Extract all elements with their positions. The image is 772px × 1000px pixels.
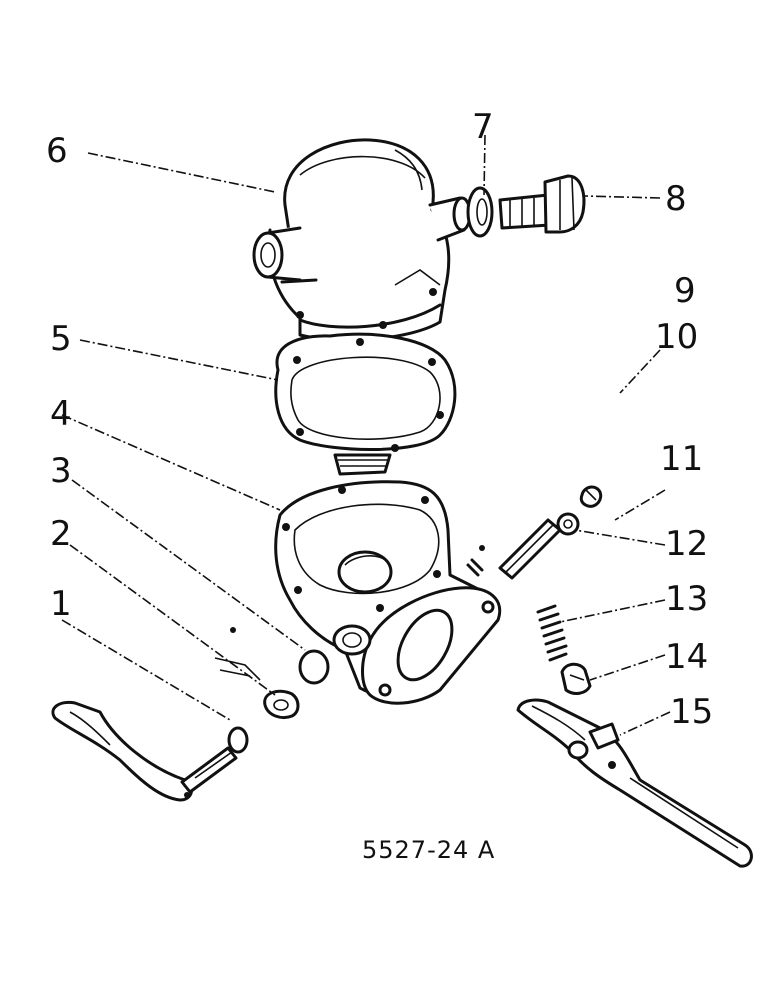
callout-5: 5 [50,319,72,359]
callout-15: 15 [670,692,713,732]
part-6-pump-cover [252,138,472,342]
part-13-spring [536,604,568,662]
callout-2: 2 [50,514,72,554]
leader-lines [61,134,671,736]
callout-13: 13 [665,579,708,619]
callout-11: 11 [660,439,703,479]
callout-4: 4 [50,394,72,434]
callout-3: 3 [50,451,72,491]
callout-12: 12 [665,524,708,564]
part-15-rocker-arm [516,698,753,868]
callout-labels: 1 2 3 4 5 6 7 8 9 10 11 12 13 14 15 [46,107,713,732]
part-8-bolt [498,174,586,234]
diagram-reference-code: 5527-24 A [362,836,495,864]
callout-8: 8 [665,179,687,219]
part-4-lower-body [274,480,502,705]
part-2-bush [214,627,300,720]
callout-6: 6 [46,131,68,171]
callout-7: 7 [472,107,494,147]
callout-10: 10 [655,317,698,357]
part-9-10-small-screw [466,545,485,577]
part-11-12-pin-assembly [498,485,603,580]
part-14-link-block [560,662,592,695]
callout-14: 14 [665,637,708,677]
callout-1: 1 [50,584,72,624]
part-1-priming-lever [51,700,249,802]
part-5-diaphragm [274,332,457,476]
callout-9: 9 [674,271,696,311]
part-7-washer [466,186,494,238]
part-3-seal [298,649,330,685]
